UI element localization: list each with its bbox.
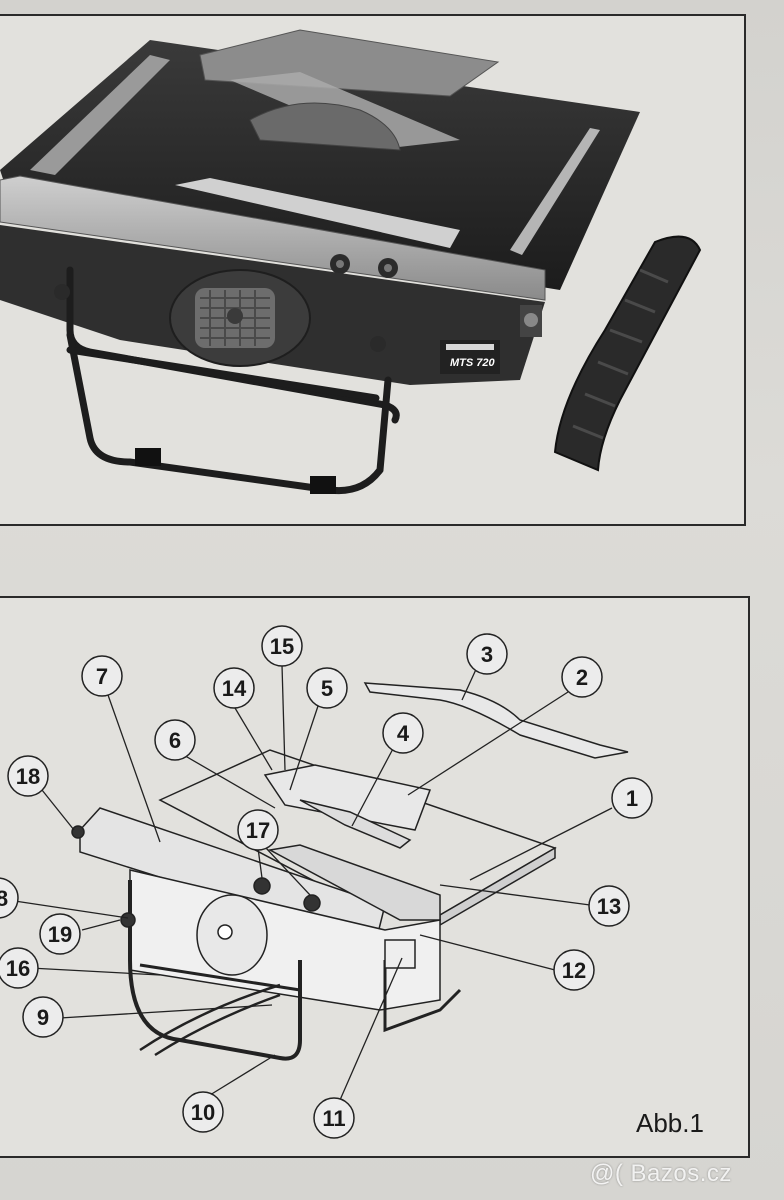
callout-17-circle: [237, 809, 279, 851]
callout-19-circle: [39, 913, 81, 955]
callout-14-circle: [213, 667, 255, 709]
callout-7-circle: [81, 655, 123, 697]
callout-4: 4: [397, 721, 410, 746]
saw-table-top: [0, 40, 640, 290]
stand-foot-left: [135, 448, 161, 466]
callout-6-circle: [154, 719, 196, 761]
diagram-knob-18: [71, 825, 85, 839]
callout-5: 5: [321, 676, 333, 701]
diagram-knob-19: [120, 912, 136, 928]
callout-12-circle: [553, 949, 595, 991]
callout-6: 6: [169, 728, 181, 753]
diagram-table-edge: [439, 846, 556, 927]
detached-blade-cover: [553, 235, 702, 472]
table-guide-rail-right: [510, 128, 600, 255]
stand-lock-knob-left: [54, 284, 70, 300]
callout-4-circle: [382, 712, 424, 754]
callout-1: 1: [626, 786, 638, 811]
diagram-motor-center: [217, 924, 233, 940]
callout-9-circle: [22, 996, 64, 1038]
watermark-text: @( Bazos.cz: [590, 1160, 732, 1187]
table-guide-rail-left: [30, 55, 170, 175]
callout-8: 8: [0, 886, 8, 911]
stand-lock-knob-right: [370, 336, 386, 352]
callout-3-circle: [466, 633, 508, 675]
side-adjust-knob: [520, 305, 542, 337]
callout-13-circle: [588, 885, 630, 927]
callout-10: 10: [191, 1100, 215, 1125]
callout-2: 2: [576, 665, 588, 690]
stand-foot-right: [310, 476, 336, 494]
callout-11-circle: [313, 1097, 355, 1139]
diagram-knob-17b: [303, 894, 321, 912]
diagram-power-cable: [139, 983, 281, 1057]
callout-17: 17: [246, 818, 270, 843]
diagram-knob-17a: [253, 877, 271, 895]
callout-8-circle: [0, 877, 19, 919]
callout-2-circle: [561, 656, 603, 698]
diagram-blade-guard: [263, 764, 432, 831]
callout-10-circle: [182, 1091, 224, 1133]
callout-19: 19: [48, 922, 72, 947]
parallel-fence: [0, 175, 546, 301]
figure-caption: Abb.1: [636, 1108, 704, 1138]
diagram-mitre-rail: [267, 844, 441, 921]
callout-13: 13: [597, 894, 621, 919]
model-label: MTS 720: [450, 357, 496, 369]
mitre-slider: [175, 178, 460, 248]
callout-12: 12: [562, 958, 586, 983]
fence-lock-knob-right: [378, 258, 398, 278]
folding-stand: [66, 266, 400, 495]
callout-18-circle: [7, 755, 49, 797]
callout-16-circle: [0, 947, 39, 989]
callout-16: 16: [6, 956, 30, 981]
callout-leaders: [7, 664, 613, 1101]
blade-cover-ribs: [572, 268, 669, 440]
saw-blade: [249, 102, 401, 151]
callout-5-circle: [306, 667, 348, 709]
callout-14: 14: [222, 676, 247, 701]
callout-18: 18: [16, 764, 40, 789]
model-badge: MTS 720: [440, 340, 500, 374]
fence-lock-knob-left: [330, 254, 350, 274]
callout-11: 11: [322, 1106, 345, 1131]
callout-15: 15: [270, 634, 294, 659]
diagram-stand-leg-right: [383, 960, 462, 1033]
diagram-guard-bracket: [299, 799, 412, 849]
callout-15-circle: [261, 625, 303, 667]
callout-9: 9: [37, 1005, 49, 1030]
callout-3: 3: [481, 642, 493, 667]
callout-7: 7: [96, 664, 108, 689]
callout-1-circle: [611, 777, 653, 819]
motor-fan-grille: [195, 288, 275, 348]
diagram-riving-knife: [363, 682, 629, 759]
